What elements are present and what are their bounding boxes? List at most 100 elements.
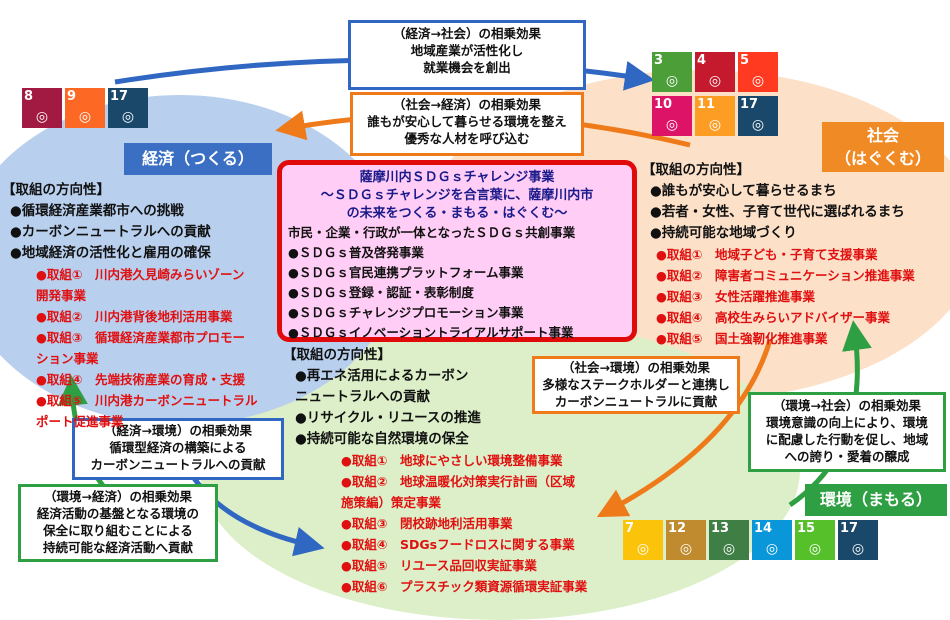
center-lead: 市民・企業・行政が一体となったＳＤＧｓ共創事業 (288, 225, 576, 240)
environment-initiative: ●取組① 地球にやさしい環境整備事業 (341, 453, 563, 468)
center-subtitle-1: ～ＳＤＧｓチャレンジを合言葉に、薩摩川内市 (320, 188, 594, 203)
society-direction-item: ●若者・女性、子育て世代に選ばれるまち (650, 204, 905, 220)
environment-initiative: ●取組③ 閉校跡地利活用事業 (341, 516, 513, 531)
center-challenge-box: 薩摩川内ＳＤＧｓチャレンジ事業 ～ＳＤＧｓチャレンジを合言葉に、薩摩川内市 の未… (277, 160, 637, 342)
synergy-econ-to-env: （経済→環境）の相乗効果循環型経済の構築によるカーボンニュートラルへの貢献 (72, 418, 284, 480)
center-title: 薩摩川内ＳＤＧｓチャレンジ事業 (359, 170, 555, 185)
synergy-text: カーボンニュートラルに貢献 (554, 393, 718, 409)
economy-initiative: ●取組④ 先端技術産業の育成・支援 (36, 372, 245, 387)
environment-tag: 環境（まもる） (805, 484, 947, 516)
sdg-goal-10-icon: 10◎ (652, 96, 692, 136)
sdg-goal-number: 17 (840, 521, 859, 536)
arrow-soc-to-env (596, 339, 773, 518)
sdg-goal-14-icon: 14◎ (752, 520, 792, 560)
society-initiative: ●取組① 地域子ども・子育て支援事業 (656, 247, 878, 262)
sdg-goal-glyph: ◎ (708, 72, 722, 89)
synergy-heading: （社会→経済）の相乗効果 (393, 97, 541, 112)
economy-direction-title: 【取組の方向性】 (2, 182, 110, 198)
society-tag-line1: 社会 (866, 126, 899, 145)
center-item: ●ＳＤＧｓイノベーショントライアルサポート事業 (288, 325, 574, 340)
society-tag-line2: （はぐくむ） (834, 149, 931, 168)
synergy-text: 持続可能な経済活動へ貢献 (42, 539, 193, 555)
sdg-goal-glyph: ◎ (808, 540, 822, 557)
economy-initiative: ●取組① 川内港久見崎みらいゾーン (36, 267, 245, 282)
center-item: ●ＳＤＧｓチャレンジプロモーション事業 (288, 305, 524, 320)
sdg-goal-11-icon: 11 ◎ (695, 96, 735, 136)
synergy-text: 誰もが安心して暮らせる環境を整え (367, 113, 567, 129)
synergy-soc-to-env: （社会→環境）の相乗効果多様なステークホルダーと連携しカーボンニュートラルに貢献 (532, 356, 740, 414)
economy-initiative: ●取組⑤ 川内港カーボンニュートラル (36, 393, 258, 408)
environment-initiative: 施策編）策定事業 (341, 495, 442, 510)
synergy-text: 優秀な人材を呼び込む (404, 130, 530, 146)
center-item: ●ＳＤＧｓ登録・認証・表彰制度 (288, 285, 474, 300)
society-initiative: ●取組④ 高校生みらいアドバイザー事業 (656, 310, 890, 325)
society-direction-item: ●誰もが安心して暮らせるまち (650, 183, 837, 199)
sdg-goal-17-icon: 17◎ (108, 88, 148, 128)
synergy-text: に配慮した行動を促し、地域 (765, 431, 929, 447)
synergy-env-to-soc: （環境→社会）の相乗効果環境意識の向上により、環境に配慮した行動を促し、地域への… (748, 392, 946, 472)
economy-direction-item: ●循環経済産業都市への挑戦 (10, 203, 184, 219)
synergy-text: 保全に取り組むことによる (43, 522, 193, 538)
environment-sdg-icons: 7◎12◎13◎14◎15◎17◎ (623, 520, 878, 560)
environment-direction: 【取組の方向性】 ●再エネ活用によるカーボンニュートラルへの貢献●リサイクル・リ… (283, 345, 587, 597)
environment-initiative: ●取組④ SDGsフードロスに関する事業 (341, 537, 575, 552)
synergy-text: 地域産業が活性化し (410, 42, 524, 58)
economy-initiative: ●取組③ 循環経済産業都市プロモー (36, 330, 245, 345)
sdg-goal-glyph: ◎ (665, 72, 679, 89)
sdg-goal-15-icon: 15 ◎ (795, 520, 835, 560)
synergy-text: 循環型経済の構築による (109, 439, 247, 455)
sdg-goal-17-icon: 17◎ (838, 520, 878, 560)
society-direction-item: ●持続可能な地域づくり (650, 225, 797, 241)
synergy-heading: （環境→経済）の相乗効果 (44, 489, 192, 504)
synergy-text: 多様なステークホルダーと連携し (542, 376, 730, 392)
sdg-goal-glyph: ◎ (722, 540, 736, 557)
sdg-goal-number: 15 (797, 521, 816, 536)
environment-direction-item: ニュートラルへの貢献 (295, 389, 430, 405)
sdg-goal-number: 8 (24, 89, 34, 104)
sdg-goal-number: 14 (754, 521, 773, 536)
sdg-goal-glyph: ◎ (751, 72, 765, 89)
sdg-goal-glyph: ◎ (708, 116, 722, 133)
sdg-goal-number: 11 (697, 97, 716, 112)
environment-initiative: ●取組⑥ プラスチック類資源循環実証事業 (341, 579, 588, 594)
sdg-goal-3-icon: 3◎ (652, 52, 692, 92)
society-sdg-icons-row2: 10◎11◎17◎ (652, 96, 778, 136)
synergy-heading: （社会→環境）の相乗効果 (562, 360, 710, 375)
society-initiative: ●取組② 障害者コミュニケーション推進事業 (656, 268, 915, 283)
sdg-goal-number: 5 (740, 53, 750, 68)
economy-direction: 【取組の方向性】 ●循環経済産業都市への挑戦 ●カーボンニュートラルへの貢献 ●地域… (2, 180, 258, 432)
sdg-goal-glyph: ◎ (751, 116, 765, 133)
synergy-heading: （経済→社会）の相乗効果 (393, 26, 541, 41)
synergy-text: への誇り・愛着の醸成 (784, 448, 910, 464)
economy-direction-item: ●地域経済の活性化と雇用の確保 (10, 245, 211, 261)
synergy-env-to-econ: （環境→経済）の相乗効果経済活動の基盤となる環境の保全に取り組むことによる持続可… (18, 484, 218, 562)
center-item: ●ＳＤＧｓ普及啓発事業 (288, 245, 424, 260)
synergy-heading: （経済→環境）の相乗効果 (104, 423, 252, 438)
sdg-goal-number: 10 (654, 97, 673, 112)
synergy-heading: （環境→社会）の相乗効果 (773, 398, 921, 413)
economy-initiative: 開発事業 (36, 288, 87, 303)
society-direction-title: 【取組の方向性】 (642, 162, 750, 178)
environment-direction-item: ●再エネ活用によるカーボン (295, 368, 469, 384)
synergy-text: カーボンニュートラルへの貢献 (90, 456, 266, 472)
center-subtitle-2: の未来をつくる・まもる・はぐくむ～ (346, 206, 568, 221)
sdg-goal-number: 3 (654, 53, 664, 68)
environment-initiative: ●取組⑤ リユース品回収実証事業 (341, 558, 537, 573)
sdg-goal-glyph: ◎ (121, 108, 135, 125)
sdg-goal-17-icon: 17◎ (738, 96, 778, 136)
economy-direction-item: ●カーボンニュートラルへの貢献 (10, 224, 211, 240)
sdg-goal-number: 13 (711, 521, 730, 536)
sdg-goal-12-icon: 12◎ (666, 520, 706, 560)
synergy-soc-to-econ: （社会→経済）の相乗効果誰もが安心して暮らせる環境を整え優秀な人材を呼び込む (350, 92, 584, 156)
synergy-text: 環境意識の向上により、環境 (766, 414, 928, 430)
sdg-goal-glyph: ◎ (35, 108, 49, 125)
environment-initiative: ●取組② 地球温暖化対策実行計画（区域 (341, 474, 575, 489)
sdg-goal-glyph: ◎ (78, 108, 92, 125)
environment-direction-item: ●持続可能な自然環境の保全 (295, 431, 469, 447)
sdg-goal-5-icon: 5◎ (738, 52, 778, 92)
society-initiative: ●取組③ 女性活躍推進事業 (656, 289, 815, 304)
society-sdg-icons-row1: 3◎4◎5◎ (652, 52, 778, 92)
synergy-text: 就業機会を創出 (423, 59, 511, 75)
economy-initiative: ●取組② 川内港背後地利活用事業 (36, 309, 233, 324)
synergy-text: 経済活動の基盤となる環境の (36, 505, 200, 521)
